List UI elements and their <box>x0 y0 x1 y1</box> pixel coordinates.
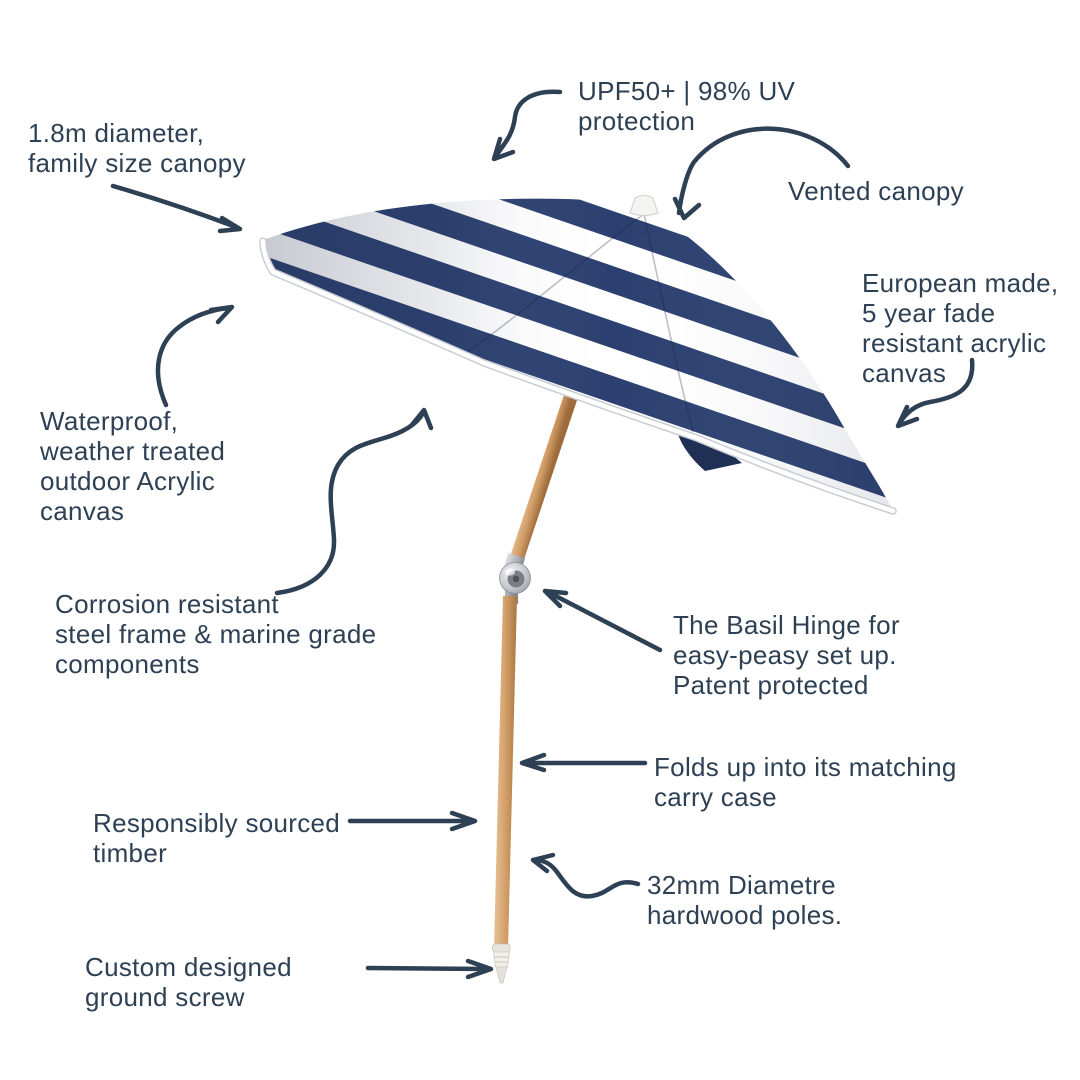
note-hinge-line-2: easy-peasy set up. <box>673 640 897 670</box>
folds-arrow-icon <box>519 752 648 773</box>
umbrella-pole <box>492 342 595 984</box>
note-european-line-4: canvas <box>862 358 947 388</box>
note-hinge-line-3: Patent protected <box>673 670 869 700</box>
note-poles-line-2: hardwood poles. <box>647 900 843 930</box>
umbrella-canopy <box>259 195 897 515</box>
note-ground-line-2: ground screw <box>85 982 245 1012</box>
upf-arrow-icon <box>491 89 563 162</box>
hinge <box>499 562 531 594</box>
note-corrosion-line-3: components <box>55 649 200 679</box>
note-waterproof-line-3: outdoor Acrylic <box>40 466 216 496</box>
pole-lower-segment <box>494 595 517 949</box>
corrosion-arrow-icon <box>274 407 434 596</box>
canopy-finial <box>629 195 659 216</box>
note-vented-line-1: Vented canopy <box>788 176 964 206</box>
note-poles: 32mm Diametre hardwood poles. <box>647 870 842 930</box>
canopy-rib-seam <box>643 213 694 433</box>
canopy-edge-piping <box>260 238 896 514</box>
note-hinge: The Basil Hinge for easy-peasy set up. P… <box>673 610 900 700</box>
note-poles-line-1: 32mm Diametre <box>647 870 836 900</box>
hinge-arrow-icon <box>542 588 663 653</box>
note-upf-line-2: protection <box>578 106 696 136</box>
note-diameter-line-2: family size canopy <box>28 148 246 178</box>
note-european: European made, 5 year fade resistant acr… <box>862 268 1058 388</box>
ground-screw <box>492 943 511 984</box>
note-timber-line-2: timber <box>93 838 168 868</box>
waterproof-arrow-icon <box>155 304 235 408</box>
note-ground-line-1: Custom designed <box>85 952 292 982</box>
note-diameter-line-1: 1.8m diameter, <box>28 118 205 148</box>
note-corrosion-line-2: steel frame & marine grade <box>55 619 377 649</box>
diameter-arrow-icon <box>110 183 243 234</box>
european-made-arrow-icon <box>895 357 975 429</box>
note-folds: Folds up into its matching carry case <box>654 752 957 812</box>
note-corrosion: Corrosion resistant steel frame & marine… <box>55 589 376 679</box>
canopy-shading <box>263 198 893 511</box>
note-timber-line-1: Responsibly sourced <box>93 808 341 838</box>
note-waterproof-line-2: weather treated <box>40 436 226 466</box>
note-corrosion-line-1: Corrosion resistant <box>55 589 279 619</box>
note-vented: Vented canopy <box>788 176 964 206</box>
note-diameter: 1.8m diameter, family size canopy <box>28 118 246 178</box>
note-waterproof-line-1: Waterproof, <box>40 406 179 436</box>
vented-canopy-arrow-icon <box>672 126 851 221</box>
canopy-rib-seam <box>463 213 645 355</box>
note-european-line-3: resistant acrylic <box>862 328 1047 358</box>
timber-arrow-icon <box>347 810 478 832</box>
note-european-line-2: 5 year fade <box>862 298 996 328</box>
ground-screw-arrow-icon <box>365 958 494 980</box>
note-waterproof: Waterproof, weather treated outdoor Acry… <box>40 406 225 526</box>
note-european-line-1: European made, <box>862 268 1059 298</box>
note-ground: Custom designed ground screw <box>85 952 292 1012</box>
note-waterproof-line-4: canvas <box>40 496 125 526</box>
note-upf-line-1: UPF50+ | 98% UV <box>578 76 796 106</box>
note-timber: Responsibly sourced timber <box>93 808 340 868</box>
note-folds-line-2: carry case <box>654 782 777 812</box>
note-folds-line-1: Folds up into its matching <box>654 752 957 782</box>
note-hinge-line-1: The Basil Hinge for <box>673 610 900 640</box>
poles-arrow-icon <box>530 852 641 899</box>
note-upf: UPF50+ | 98% UV protection <box>578 76 795 136</box>
